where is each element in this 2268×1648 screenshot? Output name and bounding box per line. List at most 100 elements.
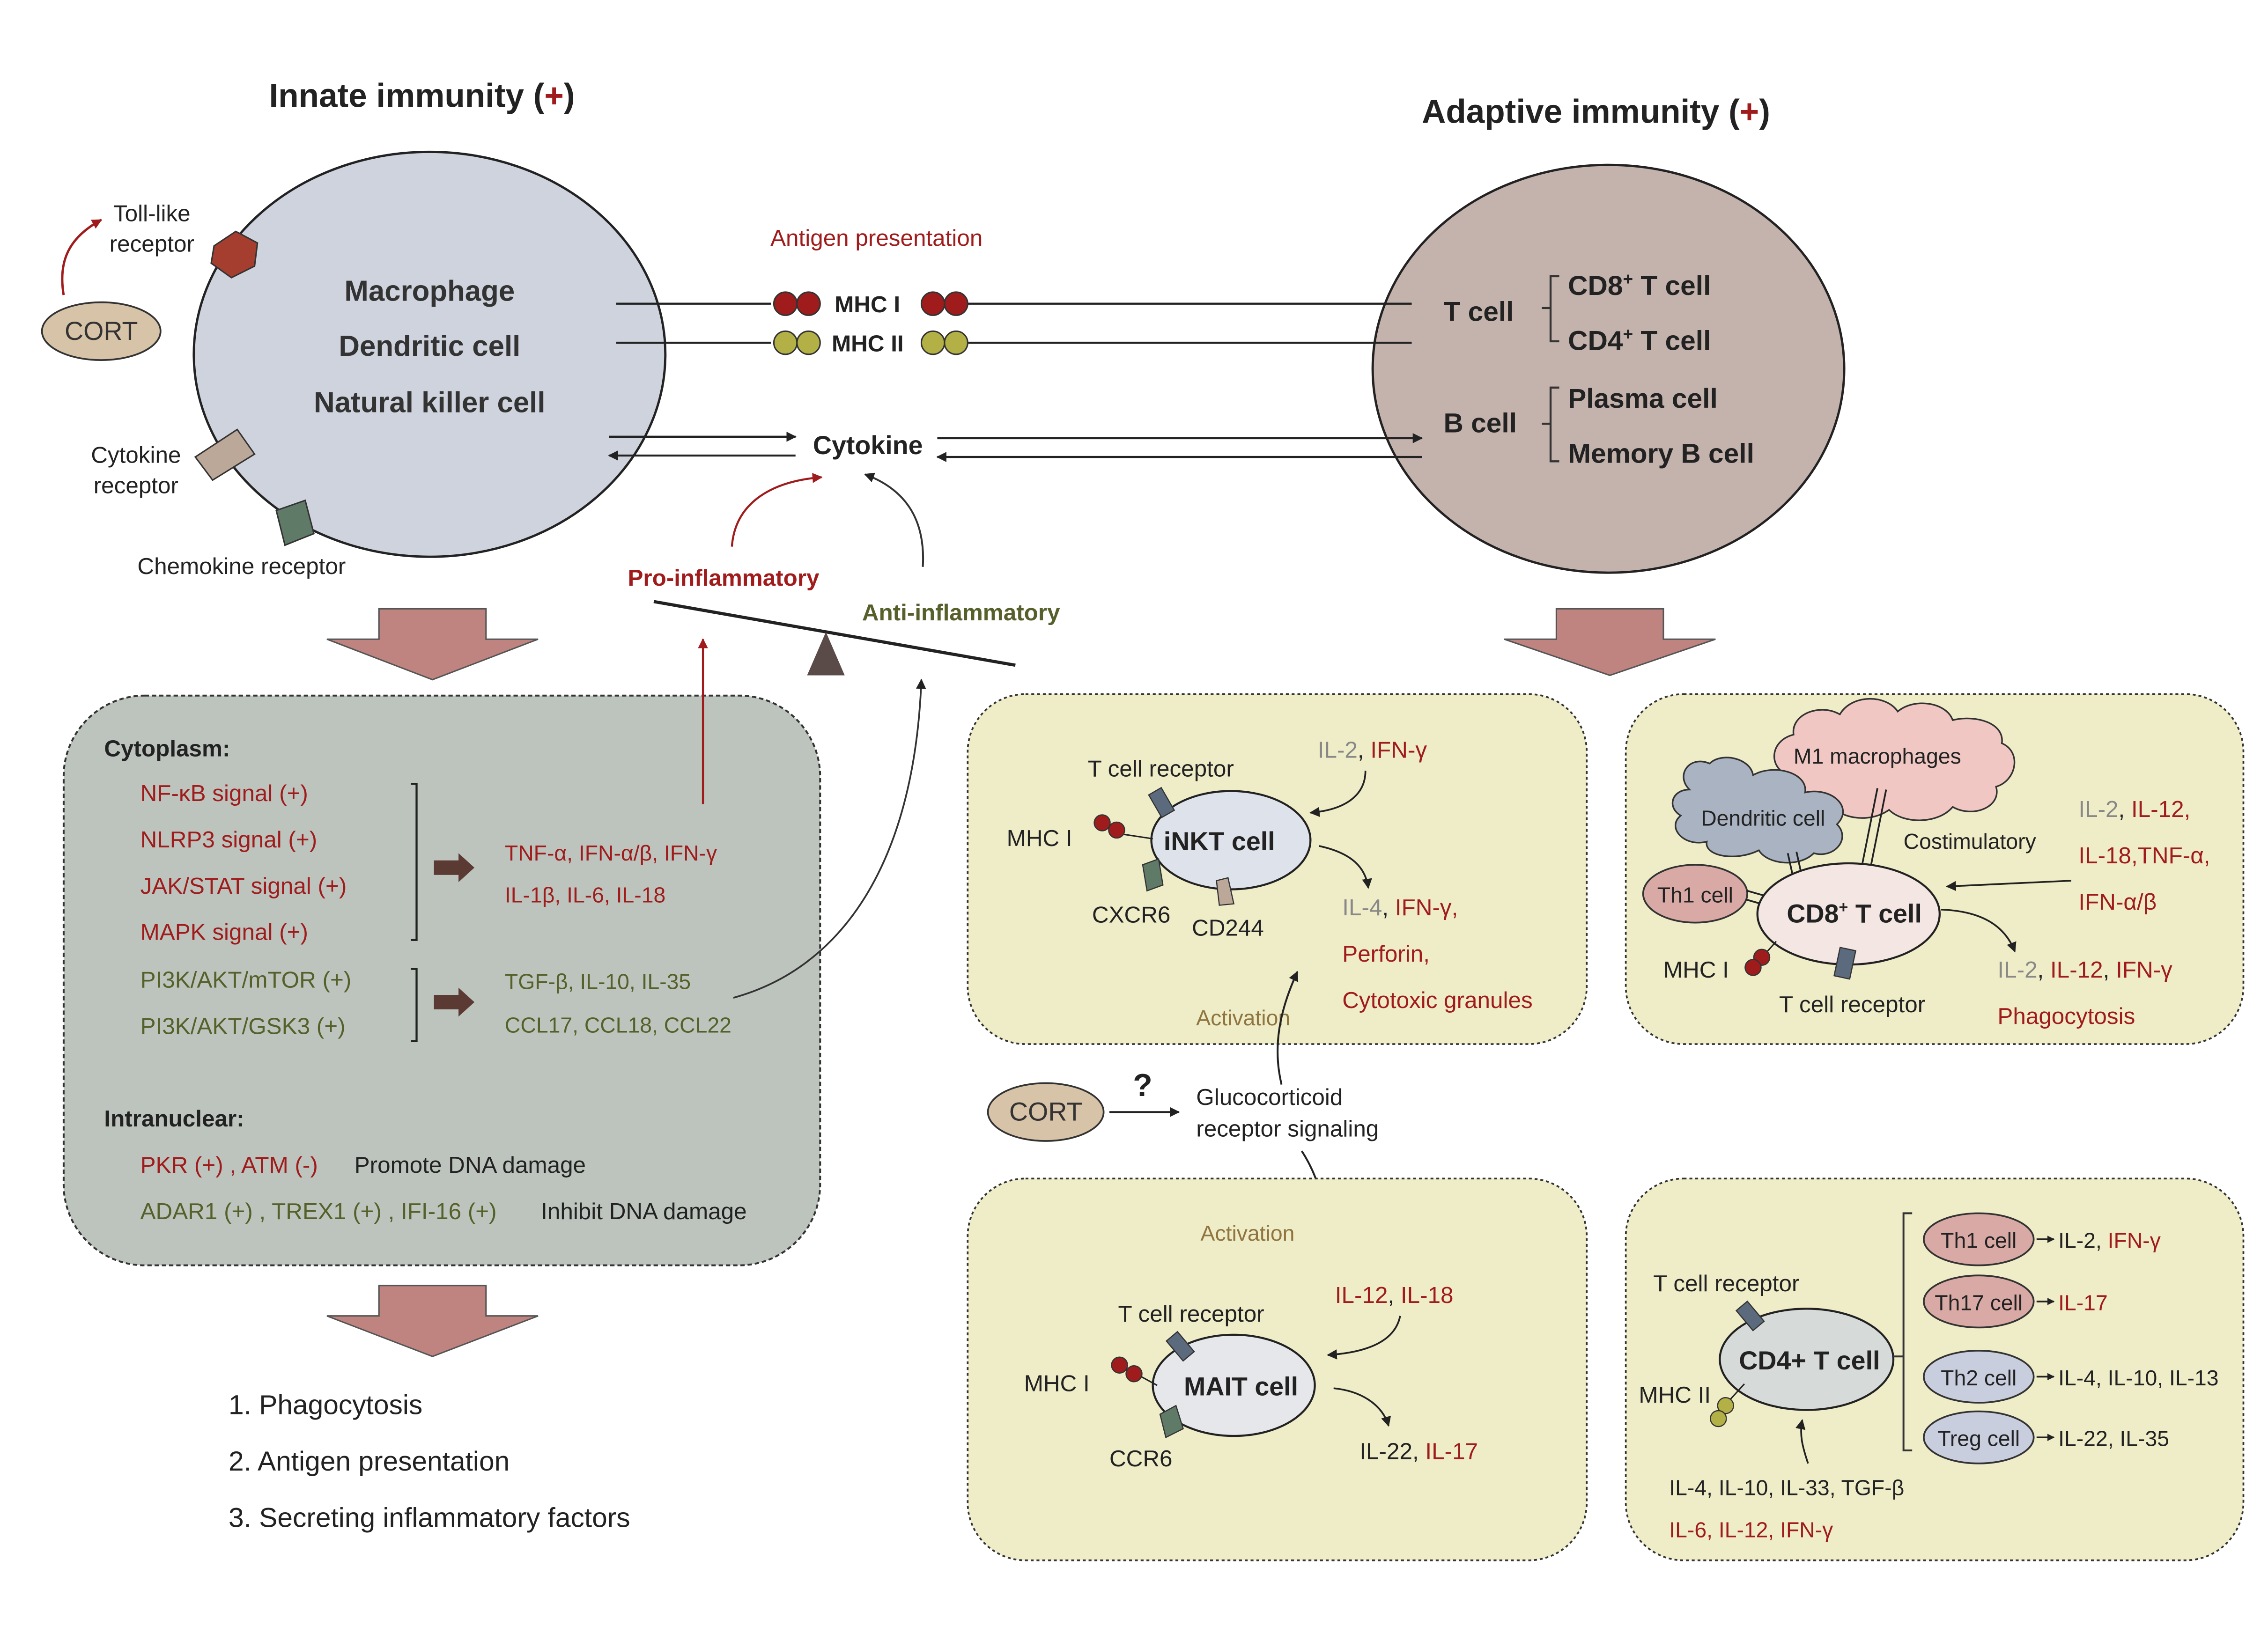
cd4-mhc2-label: MHC II	[1639, 1382, 1711, 1408]
treg-subset-label: Treg cell	[1937, 1427, 2020, 1451]
th1-subset-label: Th1 cell	[1941, 1229, 2017, 1253]
inkt-activation-label: Activation	[1196, 1006, 1290, 1030]
mait-activation-label: Activation	[1201, 1221, 1295, 1245]
th1-cell	[1642, 864, 1748, 924]
pro-output-arrow	[434, 853, 475, 883]
th1-subset	[1923, 1212, 2035, 1266]
pro-inflammatory-curve	[731, 473, 823, 547]
cd8-cell-label: CD8+ T cell	[1787, 898, 1922, 928]
mhc1-dot	[796, 291, 821, 316]
mhc1-dot	[920, 291, 946, 316]
cd8-phagocytosis-label: Phagocytosis	[1997, 1003, 2135, 1029]
gr-label-2: receptor signaling	[1196, 1116, 1379, 1142]
cort-badge	[41, 301, 162, 361]
cd8-th1-label: Th1 cell	[1657, 883, 1733, 907]
toll-like-receptor-icon	[210, 230, 259, 279]
down-arrow-adaptive	[1504, 608, 1716, 677]
cort-to-tlr-arrow	[61, 219, 103, 295]
ccr6-label: CCR6	[1109, 1446, 1173, 1471]
intranuclear-promoters: PKR (+) , ATM (-)	[140, 1152, 318, 1178]
cd8-input-row1: IL-2, IL-12,	[2078, 796, 2190, 822]
cytotoxic-granules-label: Cytotoxic granules	[1342, 987, 1532, 1013]
mhc2-dot	[944, 330, 968, 355]
intranuclear-title: Intranuclear:	[104, 1106, 244, 1132]
costimulatory-label: Costimulatory	[1904, 829, 2037, 853]
inkt-cell-label: iNKT cell	[1164, 827, 1275, 856]
pro-signal: NF-κB signal (+)	[140, 780, 308, 806]
mhc2-dot	[796, 330, 821, 355]
cd4-subset-bracket	[1891, 1212, 1913, 1451]
cxcr6-icon	[1142, 858, 1164, 892]
anti-inflammatory-curve	[864, 472, 924, 567]
cytoplasm-panel	[62, 694, 821, 1266]
adaptive-title: Adaptive immunity (+)	[1422, 94, 1770, 131]
cytoplasm-title: Cytoplasm:	[104, 736, 230, 761]
cd8-output-row1: IL-2, IL-12, IFN-γ	[1997, 957, 2172, 983]
th17-output: IL-17	[2058, 1290, 2108, 1315]
cort-label: CORT	[65, 316, 138, 346]
mait-cell	[1152, 1333, 1316, 1437]
toll-like-label-1: Toll-like	[113, 201, 191, 227]
inkt-tcr-icon	[1148, 787, 1175, 818]
cd8-tcr-icon	[1833, 947, 1857, 980]
mait-tcr-label: T cell receptor	[1118, 1301, 1264, 1327]
function-item: 1. Phagocytosis	[229, 1390, 422, 1420]
cytokine-label: Cytokine	[813, 431, 923, 460]
cd8-t-cell-label: CD8+ T cell	[1568, 269, 1711, 302]
ccr6-icon	[1159, 1405, 1184, 1438]
treg-subset	[1923, 1410, 2035, 1464]
gr-to-inkt-arrow	[1277, 971, 1299, 1085]
anti-output: TGF-β, IL-10, IL-35	[505, 970, 691, 994]
t-cell-label: T cell	[1443, 297, 1514, 327]
pro-signal: NLRP3 signal (+)	[140, 827, 318, 853]
cd8-input-row2: IL-18,TNF-α,	[2078, 843, 2210, 868]
anti-inflammatory-up-arrow	[733, 678, 926, 999]
anti-signal: PI3K/AKT/GSK3 (+)	[140, 1013, 346, 1039]
cd8-dendritic-label: Dendritic cell	[1701, 806, 1825, 831]
mhc1-dot	[944, 291, 968, 316]
chemokine-receptor-label: Chemokine receptor	[137, 553, 346, 579]
plasma-cell-label: Plasma cell	[1568, 383, 1718, 414]
treg-output: IL-22, IL-35	[2058, 1427, 2169, 1451]
cd4-tcr-label: T cell receptor	[1653, 1271, 1799, 1296]
function-item: 2. Antigen presentation	[229, 1446, 510, 1477]
mait-output-cytokines: IL-22, IL-17	[1359, 1439, 1478, 1464]
cd4-tcr-icon	[1735, 1300, 1765, 1332]
mait-cell-label: MAIT cell	[1184, 1372, 1298, 1401]
cxcr6-label: CXCR6	[1092, 902, 1170, 928]
chemokine-receptor-icon	[275, 499, 315, 546]
cd4-t-cell	[1719, 1308, 1895, 1411]
innate-title: Innate immunity (+)	[269, 78, 575, 115]
gr-label-1: Glucocorticoid	[1196, 1084, 1343, 1110]
inkt-mhc1-label: MHC I	[1007, 825, 1072, 851]
cd4-cell-label: CD4+ T cell	[1739, 1346, 1880, 1375]
function-item: 3. Secreting inflammatory factors	[229, 1503, 630, 1533]
antigen-presentation-label: Antigen presentation	[770, 225, 983, 251]
th2-subset-label: Th2 cell	[1941, 1366, 2017, 1390]
gr-cort-badge	[987, 1082, 1105, 1142]
perforin-label: Perforin,	[1342, 941, 1430, 967]
inkt-output-row1: IL-4, IFN-γ,	[1342, 895, 1458, 920]
memory-b-cell-label: Memory B cell	[1568, 438, 1754, 469]
anti-signal-bracket	[411, 968, 418, 1043]
question-mark: ?	[1133, 1067, 1152, 1103]
pro-inflammatory-label: Pro-inflammatory	[628, 565, 820, 591]
balance-fulcrum	[807, 632, 845, 676]
pro-output: IL-1β, IL-6, IL-18	[505, 883, 665, 907]
anti-signal: PI3K/AKT/mTOR (+)	[140, 967, 352, 993]
mhc2-dot	[773, 330, 798, 355]
anti-inflammatory-label: Anti-inflammatory	[862, 600, 1060, 625]
intranuclear-inhibitors: ADAR1 (+) , TREX1 (+) , IFI-16 (+)	[140, 1199, 497, 1224]
mhc2-dot	[920, 330, 946, 355]
pro-signal: MAPK signal (+)	[140, 920, 308, 945]
gr-cort-label: CORT	[1009, 1097, 1082, 1126]
cytokine-receptor-icon	[194, 428, 256, 481]
cd244-label: CD244	[1192, 915, 1264, 941]
pro-output: TNF-α, IFN-α/β, IFN-γ	[505, 841, 717, 865]
inkt-tcr-label: T cell receptor	[1088, 756, 1234, 782]
macrophage-label: Macrophage	[344, 275, 515, 307]
th2-output: IL-4, IL-10, IL-13	[2058, 1366, 2218, 1390]
adaptive-cell	[1371, 163, 1846, 574]
